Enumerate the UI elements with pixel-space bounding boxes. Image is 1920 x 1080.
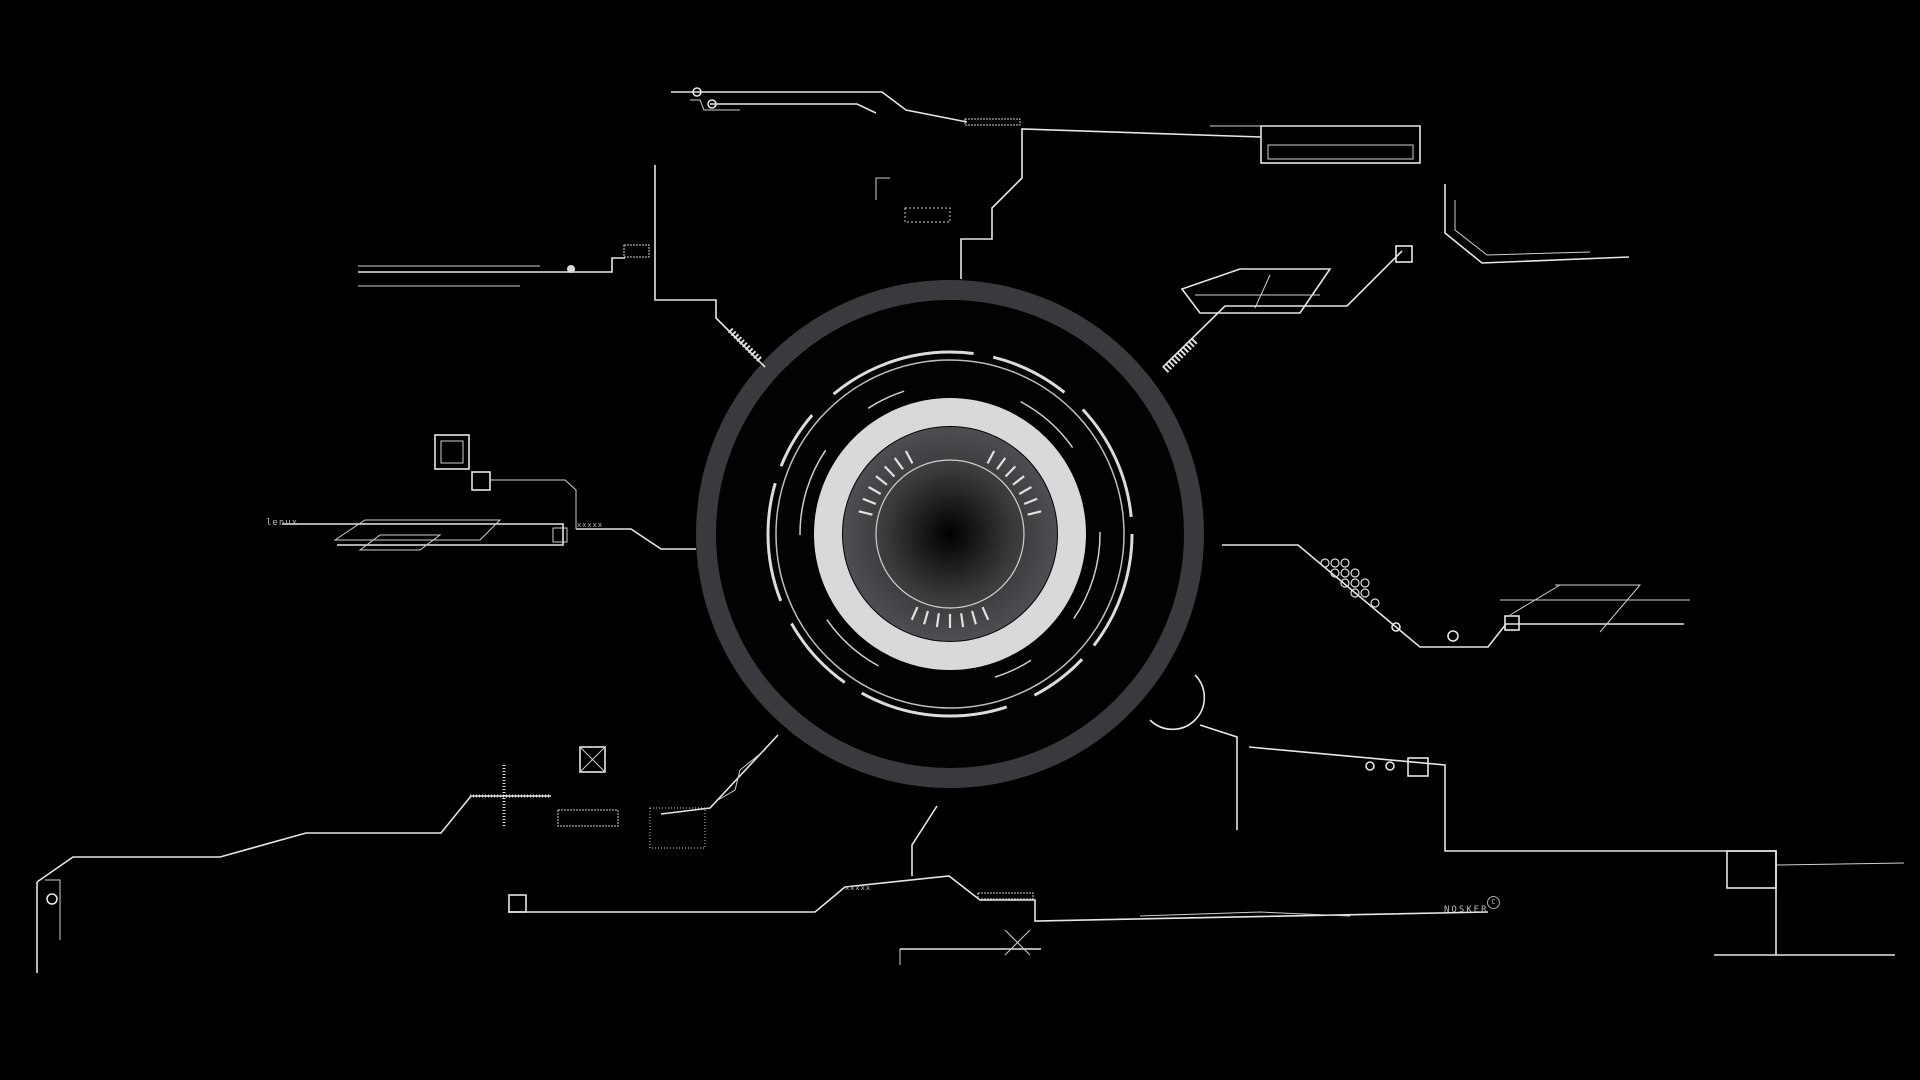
circuit-lower-right bbox=[1149, 674, 1905, 956]
circuit-top bbox=[671, 87, 1421, 279]
circuit-lower-left bbox=[36, 734, 779, 973]
circuit-upper-right bbox=[1162, 184, 1630, 373]
copyright-mark: C bbox=[1487, 896, 1500, 909]
central-eye bbox=[696, 280, 1204, 788]
circuit-left bbox=[282, 434, 696, 551]
circuit-right bbox=[1222, 544, 1690, 648]
left-tag-text: lenux bbox=[266, 518, 299, 528]
circuit-upper-left bbox=[358, 165, 766, 368]
bottom-code-text: xxxxx bbox=[845, 884, 872, 892]
tick-marks bbox=[858, 449, 1054, 659]
circuit-bottom bbox=[508, 805, 1489, 965]
left-code-text: xxxxx bbox=[577, 521, 604, 529]
signature-text: NOSKER bbox=[1444, 905, 1489, 915]
